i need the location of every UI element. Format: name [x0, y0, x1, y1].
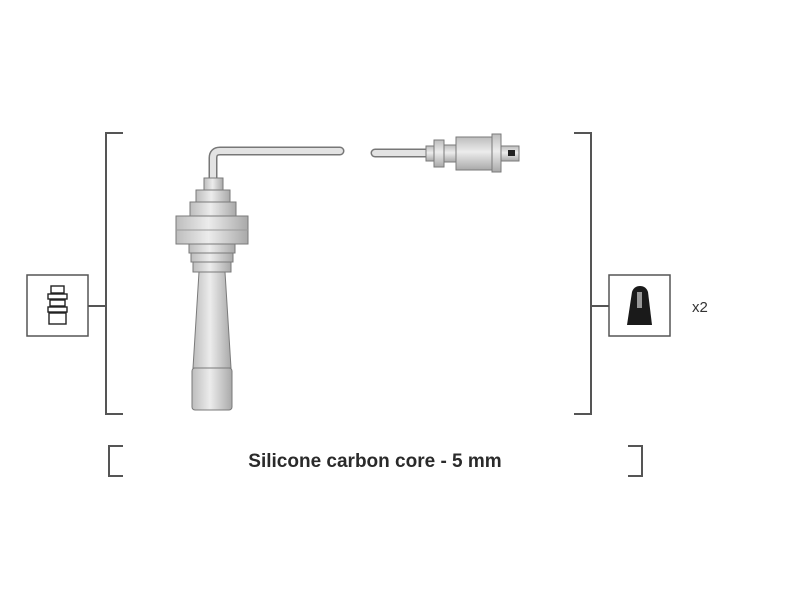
- spark-plug-terminal-icon: [26, 274, 89, 337]
- spec-bracket-right: [628, 445, 643, 477]
- ignition-lead-left: [175, 146, 345, 411]
- left-bracket: [105, 132, 123, 415]
- coil-boot-icon: [608, 274, 671, 337]
- ignition-lead-right: [370, 133, 520, 173]
- right-bracket: [574, 132, 592, 415]
- quantity-label: x2: [692, 299, 708, 316]
- spec-label: Silicone carbon core - 5 mm: [248, 451, 501, 472]
- spec-bracket-left: [108, 445, 123, 477]
